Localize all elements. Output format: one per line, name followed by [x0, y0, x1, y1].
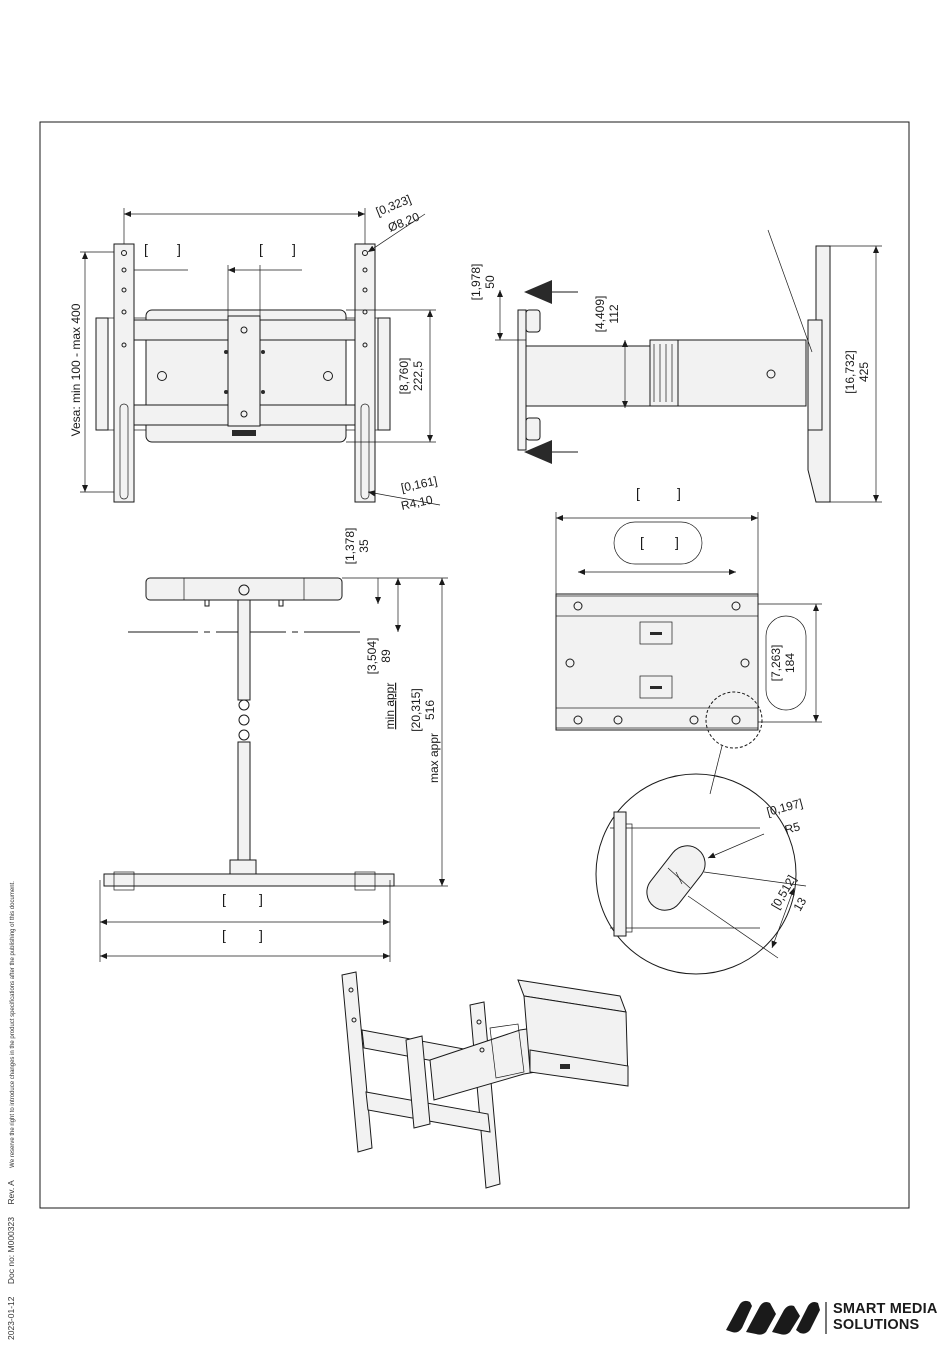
min-inch: [3,504]: [365, 638, 379, 675]
brand-line-1: SMART MEDIA: [833, 1301, 938, 1317]
drawing-frame: [39, 121, 910, 1209]
plate-h-mm: 184: [783, 653, 797, 673]
slot-mm: R4,10: [400, 493, 435, 513]
svg-text:]: ]: [677, 485, 681, 501]
side-mid-inch: [4,409]: [593, 296, 607, 333]
side-view: [1,978] 50 [4,409] 112 [16,732] 425: [469, 229, 882, 503]
svg-text:[: [: [636, 485, 640, 501]
brand-name: SMART MEDIA SOLUTIONS: [833, 1301, 938, 1333]
doc-number: Doc no: M000323: [6, 1217, 16, 1285]
document-margin-info: 2023-01-12 Doc no: M000323 Rev. A We res…: [6, 871, 16, 1340]
svg-text:]: ]: [177, 241, 181, 257]
top-plate-mm: 35: [357, 539, 371, 553]
detail-w-mm: 13: [790, 895, 809, 914]
side-full-inch: [16,732]: [843, 350, 857, 393]
doc-date: 2023-01-12: [6, 1296, 16, 1340]
svg-text:[: [: [259, 241, 263, 257]
min-label: min appr: [383, 683, 397, 730]
height-mm: 222,5: [411, 361, 425, 391]
svg-text:[: [: [222, 927, 226, 943]
height-inch: [8,760]: [397, 358, 411, 395]
max-inch: [20,315]: [409, 688, 423, 731]
detail-r-mm: R5: [783, 819, 802, 837]
side-top-mm: 50: [483, 275, 497, 289]
svg-text:]: ]: [259, 891, 263, 907]
svg-text:]: ]: [259, 927, 263, 943]
isometric-view: [341, 971, 629, 1189]
brand-line-2: SOLUTIONS: [833, 1317, 920, 1333]
front-view: [] [] Vesa: min 100 - max 400 [8,760] 22…: [69, 192, 441, 513]
svg-text:[: [: [222, 891, 226, 907]
max-label: max appr: [427, 733, 441, 783]
svg-text:[: [: [144, 241, 148, 257]
detail-r-inch: [0,197]: [765, 796, 804, 819]
top-view: [] [] [1,378] 35 [3,504] 89 min appr [20…: [99, 528, 448, 962]
doc-revision: Rev. A: [6, 1180, 16, 1205]
plate-h-inch: [7,263]: [769, 645, 783, 682]
min-mm: 89: [379, 649, 393, 663]
slot-inch: [0,161]: [400, 474, 439, 495]
svg-text:]: ]: [675, 534, 679, 550]
sms-logo-icon: [726, 1300, 827, 1335]
top-plate-inch: [1,378]: [343, 528, 357, 565]
plate-view: [] [] [7,263] 184: [555, 485, 822, 795]
doc-disclaimer: We reserve the right to introduce change…: [10, 881, 16, 1168]
detail-view: [0,197] R5 [0,512] 13: [595, 773, 809, 975]
max-mm: 516: [423, 700, 437, 720]
svg-text:]: ]: [292, 241, 296, 257]
vesa-label: Vesa: min 100 - max 400: [69, 303, 83, 436]
side-top-inch: [1,978]: [469, 264, 483, 301]
side-full-mm: 425: [857, 362, 871, 382]
svg-text:[: [: [640, 534, 644, 550]
side-mid-mm: 112: [607, 304, 621, 323]
